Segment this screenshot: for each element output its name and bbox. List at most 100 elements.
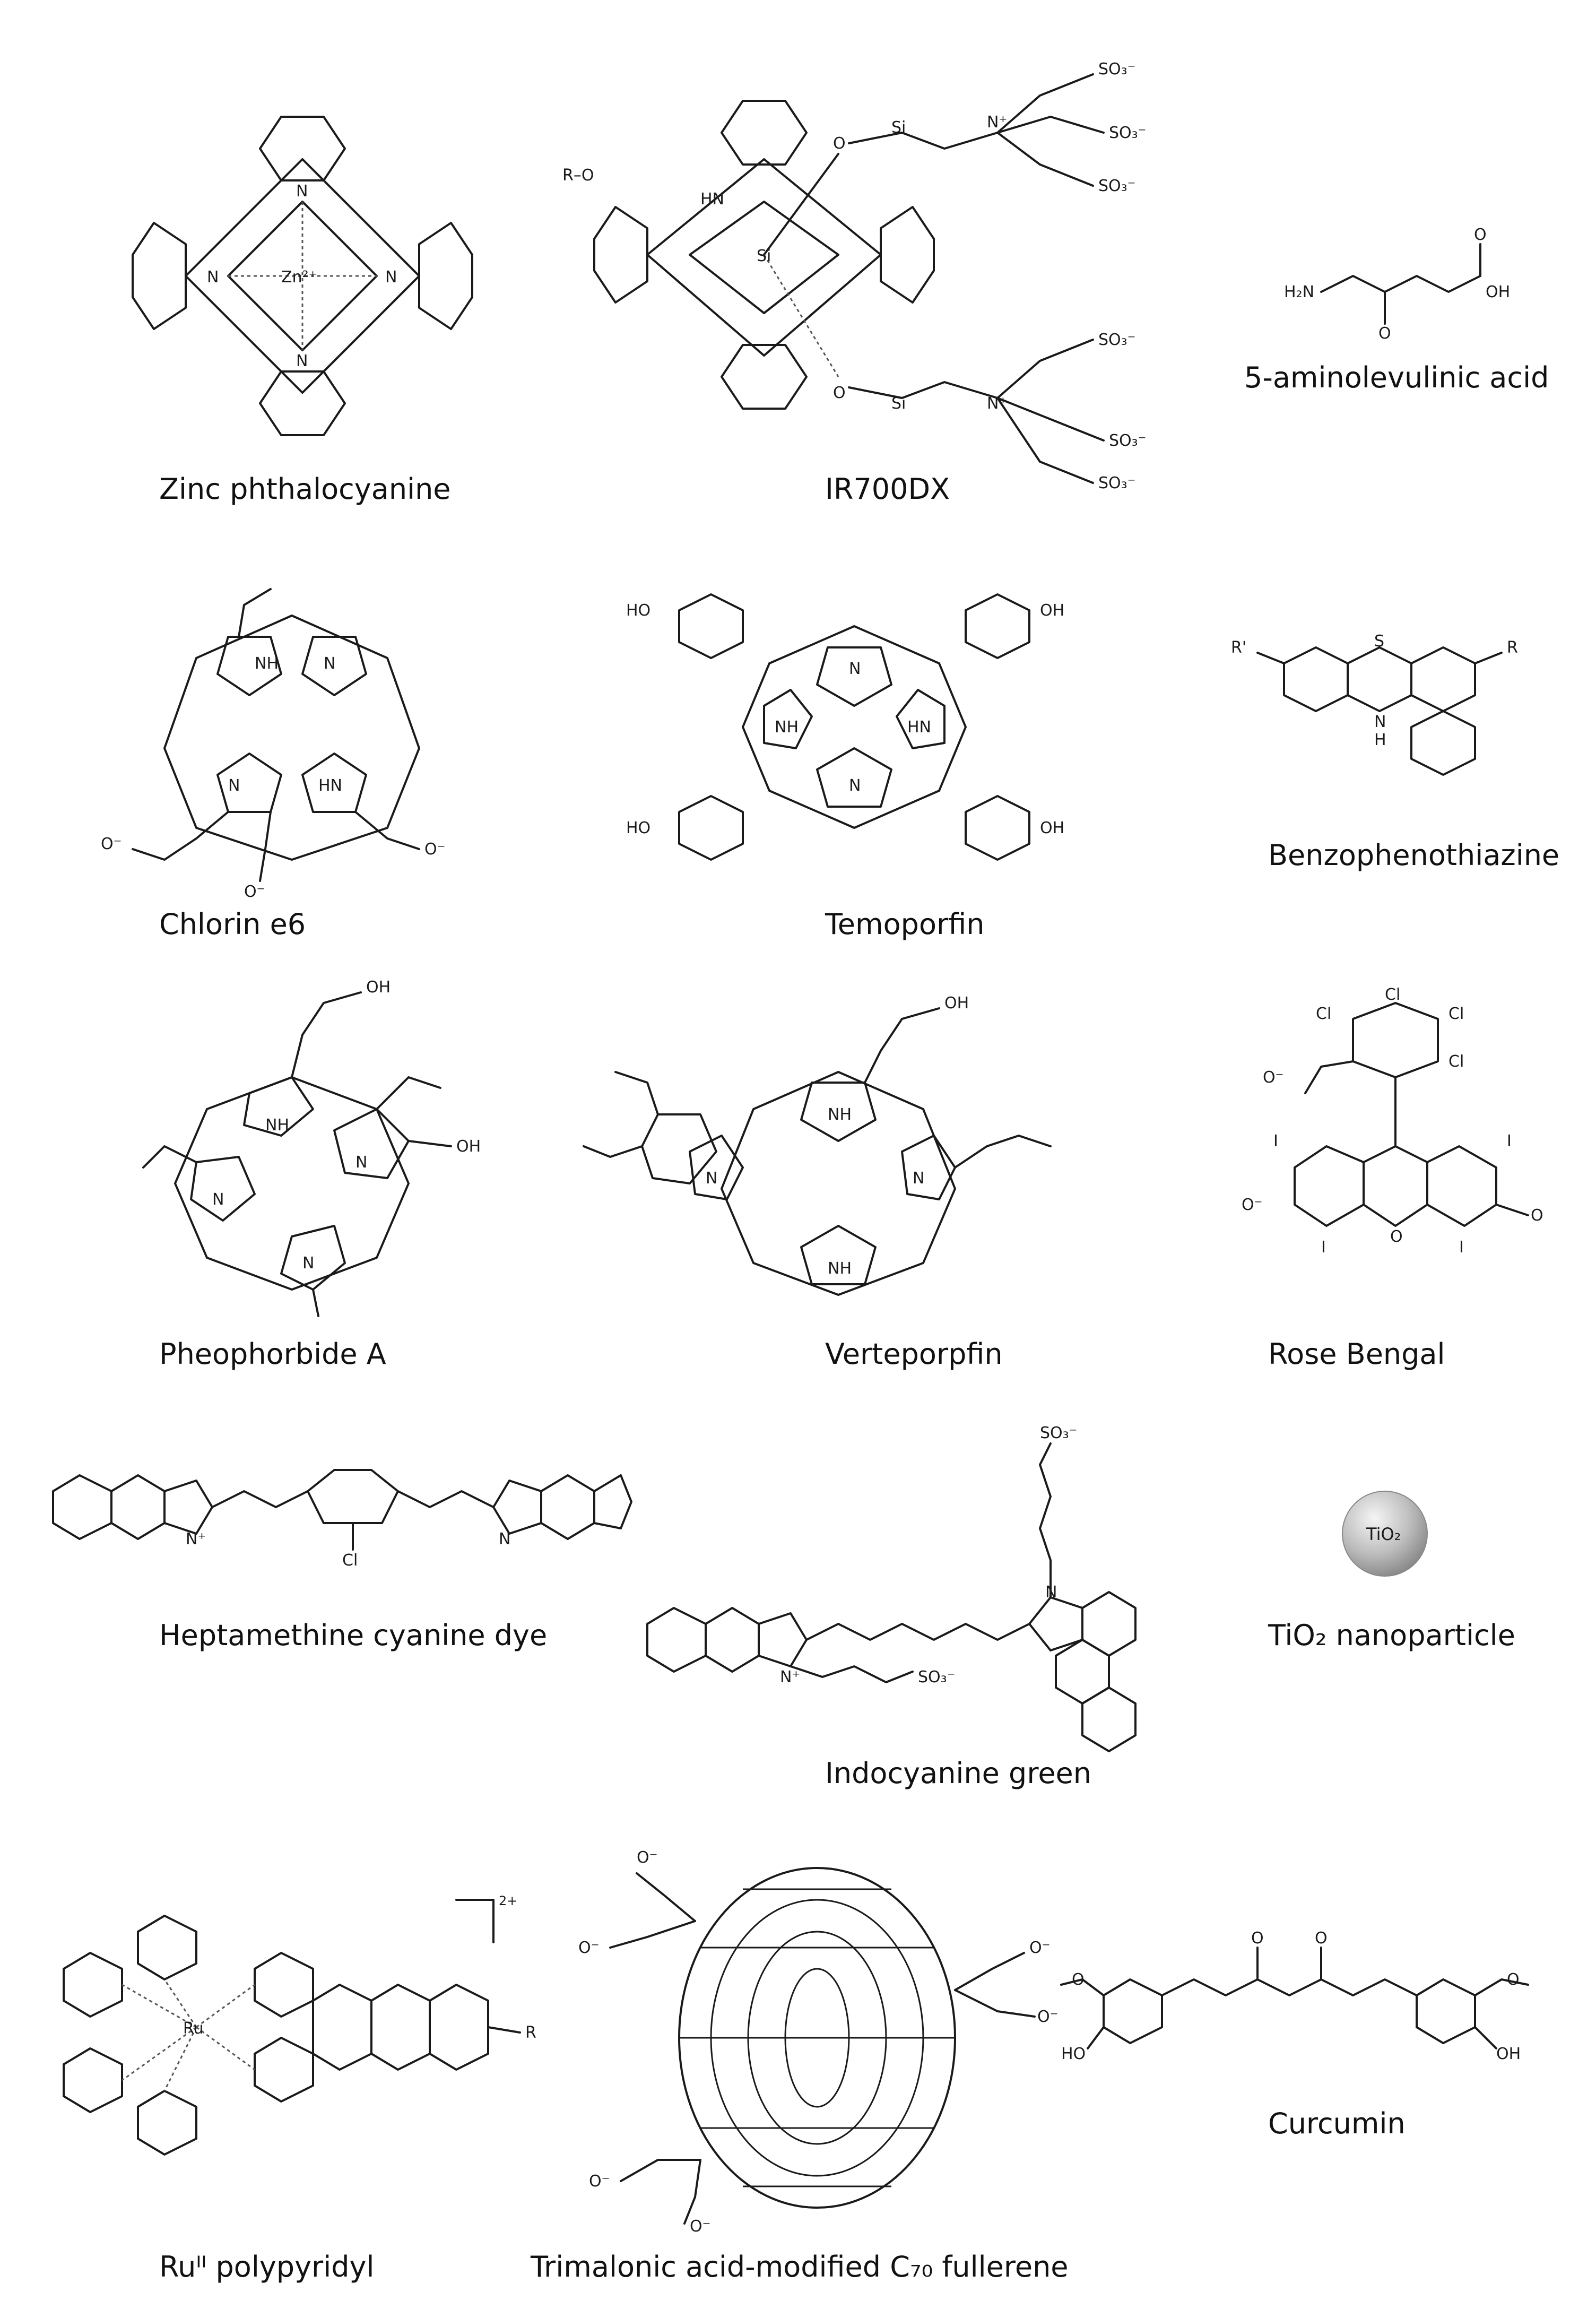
o-minus-label: O⁻ [578,1939,599,1957]
oh-label: OH [1040,819,1064,837]
hn-label: HN [700,190,724,209]
oh-label: OH [1040,601,1064,620]
o-label: O [833,384,846,402]
structure-c70-fullerene: O⁻ O⁻ O⁻ O⁻ O⁻ O⁻ [557,1831,1077,2236]
charge-label: 2+ [499,1893,517,1908]
nh-label: NH [255,654,279,673]
o-label: O [1251,1929,1264,1948]
o-minus-label: O⁻ [1029,1939,1050,1957]
ro-label: R–O [562,166,594,185]
i-label: I [1459,1238,1464,1257]
cl-label: Cl [1448,1052,1464,1071]
n-plus-label: N⁺ [987,394,1007,413]
n-label: N [355,1153,367,1172]
nh-label: NH [828,1259,852,1278]
structure-curcumin: O O O O HO OH [1060,1921,1560,2096]
zn-label: Zn²⁺ [281,268,317,287]
n-label: N [296,352,308,370]
si-label: Si [757,247,771,265]
caption-zinc-phthalocyanine: Zinc phthalocyanine [159,472,451,506]
o-label: O [1378,324,1391,343]
nh-label: NH [775,718,799,737]
o-minus-label: O⁻ [424,840,445,859]
so3-label: SO₃⁻ [1098,474,1136,492]
caption-ir700dx: IR700DX [825,472,950,506]
caption-tio2-nanoparticle: TiO₂ nanoparticle [1268,1619,1515,1652]
o-minus-label: O⁻ [1242,1196,1262,1214]
o-minus-label: O⁻ [101,835,122,853]
nh-label: NH [265,1116,289,1135]
so3-label: SO₃⁻ [1098,331,1136,349]
cl-label: Cl [1448,1005,1464,1023]
si-label: Si [891,118,906,137]
oh-label: OH [1486,283,1510,301]
n-plus-label: N⁺ [780,1668,800,1686]
n-label: N [1374,713,1386,731]
structure-5-aminolevulinic-acid: H₂N O O OH [1284,223,1528,345]
structure-indocyanine-green: SO₃⁻ SO₃⁻ N⁺ N [637,1412,1194,1772]
structure-rose-bengal: Cl Cl Cl Cl O⁻ I I I I O⁻ O O [1220,985,1549,1316]
o-minus-label: O⁻ [1037,2008,1058,2026]
n-label: N [849,660,861,678]
r-label: R [525,2023,536,2042]
caption-curcumin: Curcumin [1268,2107,1406,2140]
so3-label: SO₃⁻ [1098,177,1136,195]
o-minus-label: O⁻ [690,2217,710,2236]
n-label: N [207,268,219,287]
i-label: I [1321,1238,1326,1257]
structure-ru-polypyridyl: Ru R 2+ [42,1889,573,2186]
n-label: N [499,1530,510,1549]
nh-label: NH [828,1105,852,1124]
n-label: N [324,654,335,673]
o-minus-label: O⁻ [244,883,265,901]
caption-indocyanine-green: Indocyanine green [825,1757,1092,1790]
n-label: N [385,268,397,287]
o-label: O [1507,1970,1520,1989]
ru-label: Ru [183,2019,204,2038]
cl-label: Cl [1385,985,1400,1004]
caption-chlorin-e6: Chlorin e6 [159,907,306,941]
ho-label: HO [1061,2045,1086,2063]
o-label: O [1531,1206,1543,1225]
caption-temoporfin: Temoporfin [825,907,985,941]
h2n-label: H₂N [1284,283,1314,301]
oh-label: OH [366,978,391,997]
o-minus-label: O⁻ [589,2172,610,2191]
i-label: I [1507,1132,1512,1151]
so3-label: SO₃⁻ [1040,1424,1078,1442]
structure-temoporfin: HO OH HO OH NH HN N N [615,578,1093,876]
n-label: N [913,1169,924,1188]
structure-heptamethine-cyanine-dye: N⁺ Cl N [42,1433,637,1592]
so3-label: SO₃⁻ [1098,60,1136,79]
n-label: N [212,1190,224,1209]
h-label: H [1374,731,1386,749]
caption-pheophorbide-a: Pheophorbide A [159,1337,386,1371]
r-label: R [1507,638,1518,657]
cl-label: Cl [1316,1005,1331,1023]
structure-zinc-phthalocyanine: Zn²⁺ N N N N [122,96,483,456]
o-minus-label: O⁻ [637,1848,657,1867]
so3-label: SO₃⁻ [1109,124,1147,142]
caption-heptamethine-cyanine-dye: Heptamethine cyanine dye [159,1619,548,1652]
ho-label: HO [626,601,650,620]
caption-c70-fullerene: Trimalonic acid-modified C₇₀ fullerene [531,2250,1069,2284]
structure-pheophorbide-a: OH OH NH N N N [90,971,504,1327]
r-prime-label: R' [1231,638,1246,657]
o-minus-label: O⁻ [1263,1068,1283,1087]
n-label: N [228,776,240,795]
o-label: O [833,134,846,153]
structure-tio2-nanoparticle: TiO₂ [1337,1486,1433,1581]
hn-label: HN [907,718,931,737]
cl-label: Cl [342,1551,358,1570]
so3-label: SO₃⁻ [1109,431,1147,450]
n-label: N [1045,1583,1057,1602]
i-label: I [1273,1132,1278,1151]
n-label: N [706,1169,717,1188]
caption-5-aminolevulinic-acid: 5-aminolevulinic acid [1244,361,1549,394]
tio2-label: TiO₂ [1366,1524,1401,1544]
structure-chlorin-e6: NH N N HN O⁻ O⁻ O⁻ [90,563,493,902]
o-label: O [1390,1227,1403,1246]
o-label: O [1474,226,1487,244]
n-label: N [302,1254,314,1273]
